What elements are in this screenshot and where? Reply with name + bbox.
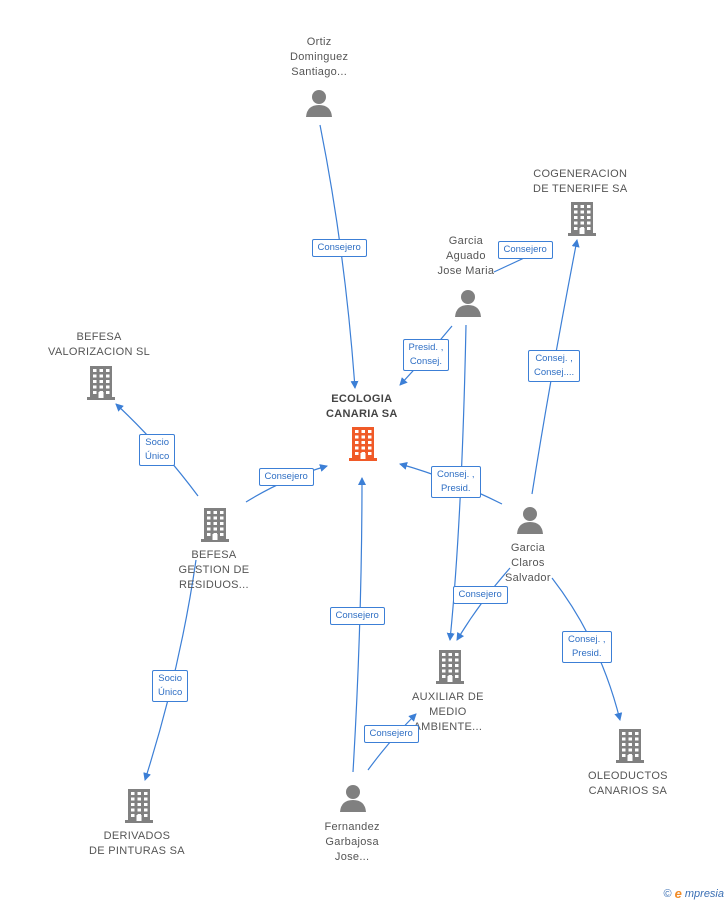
node-label-line: OLEODUCTOS: [588, 770, 668, 782]
edge-label-line: Consejero: [369, 728, 413, 739]
node-label-line: MEDIO: [429, 706, 467, 718]
edge-label-line: Consejero: [317, 242, 361, 253]
copyright-symbol: ©: [663, 887, 672, 900]
node-label-cogeneracion[interactable]: COGENERACION DE TENERIFE SA: [533, 167, 627, 197]
person-icon-ortiz[interactable]: [305, 89, 333, 122]
building-icon-ecologia[interactable]: [349, 427, 377, 466]
node-label-line: VALORIZACION SL: [48, 346, 151, 358]
edge-label-line: Consej. ,: [535, 353, 573, 364]
edge-label-fernandez-ecologia: Consejero: [329, 607, 385, 625]
node-label-line: AMBIENTE...: [413, 721, 483, 733]
edge-label-fernandez-auxiliar: Consejero: [363, 725, 419, 743]
node-label-line: DE TENERIFE SA: [533, 183, 628, 195]
node-label-line: Garcia: [510, 542, 546, 554]
node-label-line: GESTION DE: [178, 564, 250, 576]
person-icon-fernandez[interactable]: [339, 784, 367, 817]
node-label-line: ECOLOGIA: [331, 393, 393, 405]
edge-fernandez-ecologia: [352, 477, 366, 773]
node-label-line: RESIDUOS...: [178, 579, 249, 591]
edge-label-line: Consej. ,: [437, 469, 475, 480]
person-icon-garcia-aguado[interactable]: [454, 289, 482, 322]
brand-logo-initial: e: [674, 886, 682, 901]
node-label-oleoductos[interactable]: OLEODUCTOS CANARIOS SA: [588, 769, 668, 799]
edge-label-garcia-claros-cogeneracion: Consej. , Consej....: [528, 350, 581, 382]
edge-label-line: Socio: [158, 673, 183, 684]
edge-label-line: Presid. ,: [408, 342, 444, 353]
edge-label-garcia-claros-oleoductos: Consej. , Presid.: [562, 631, 612, 663]
node-label-line: Jose...: [334, 851, 370, 863]
edge-label-line: Consejero: [264, 471, 308, 482]
node-label-line: Garbajosa: [325, 836, 379, 848]
node-label-ecologia[interactable]: ECOLOGIA CANARIA SA: [326, 392, 398, 422]
node-label-line: Aguado: [446, 250, 486, 262]
node-label-line: Salvador: [505, 572, 551, 584]
node-label-line: CANARIA SA: [326, 408, 398, 420]
node-label-line: Garcia: [448, 235, 483, 247]
node-label-derivados[interactable]: DERIVADOS DE PINTURAS SA: [89, 829, 185, 859]
edge-label-line: Único: [158, 687, 183, 698]
building-icon-derivados[interactable]: [125, 789, 153, 828]
edge-label-line: Consej.: [409, 356, 443, 367]
node-label-line: Jose Maria: [437, 265, 495, 277]
node-label-line: Santiago...: [291, 66, 348, 78]
edge-label-line: Socio: [145, 437, 170, 448]
building-icon-cogeneracion[interactable]: [568, 202, 596, 241]
node-label-line: DERIVADOS: [103, 830, 171, 842]
node-label-line: Dominguez: [290, 51, 349, 63]
edge-garcia-aguado-auxiliar-b: [456, 567, 511, 641]
building-icon-befesa-val[interactable]: [87, 366, 115, 405]
edge-label-line: Consejero: [335, 610, 379, 621]
person-icon-garcia-claros[interactable]: [516, 506, 544, 539]
edge-label-befesa-gest-ecologia: Consejero: [258, 468, 314, 486]
node-label-befesa-val[interactable]: BEFESA VALORIZACION SL: [48, 330, 150, 360]
node-label-line: COGENERACION: [533, 168, 628, 180]
node-label-line: Fernandez: [324, 821, 380, 833]
node-label-line: DE PINTURAS SA: [89, 845, 185, 857]
edge-label-line: Consej....: [534, 367, 575, 378]
edge-label-line: Presid.: [440, 483, 471, 494]
node-label-line: BEFESA: [76, 331, 122, 343]
edge-label-line: Consejero: [458, 589, 502, 600]
edge-label-line: Único: [145, 451, 170, 462]
node-label-line: BEFESA: [191, 549, 237, 561]
node-label-line: CANARIOS SA: [588, 785, 668, 797]
node-label-line: Claros: [511, 557, 545, 569]
edge-label-ortiz-ecologia: Consejero: [311, 239, 367, 257]
node-label-line: Ortiz: [306, 36, 332, 48]
edge-label-garcia-aguado-auxiliar: Consejero: [452, 586, 508, 604]
edge-label-line: Consejero: [503, 244, 547, 255]
edge-label-line: Presid.: [571, 648, 602, 659]
brand-logo-text: mpresia: [684, 887, 724, 900]
building-icon-auxiliar[interactable]: [436, 650, 464, 689]
edge-label-line: Consej. ,: [568, 634, 606, 645]
edge-label-garcia-claros-ecologia: Consej. , Presid.: [431, 466, 481, 498]
building-icon-oleoductos[interactable]: [616, 729, 644, 768]
edge-garcia-aguado-auxiliar: [446, 324, 467, 641]
building-icon-befesa-gest[interactable]: [201, 508, 229, 547]
edge-label-garcia-aguado-cogeneracion: Consejero: [497, 241, 553, 259]
node-label-befesa-gest[interactable]: BEFESA GESTION DE RESIDUOS...: [179, 548, 250, 593]
edge-label-garcia-aguado-ecologia: Presid. , Consej.: [402, 339, 450, 371]
node-label-line: AUXILIAR DE: [412, 691, 484, 703]
node-label-auxiliar[interactable]: AUXILIAR DE MEDIO AMBIENTE...: [412, 690, 484, 735]
